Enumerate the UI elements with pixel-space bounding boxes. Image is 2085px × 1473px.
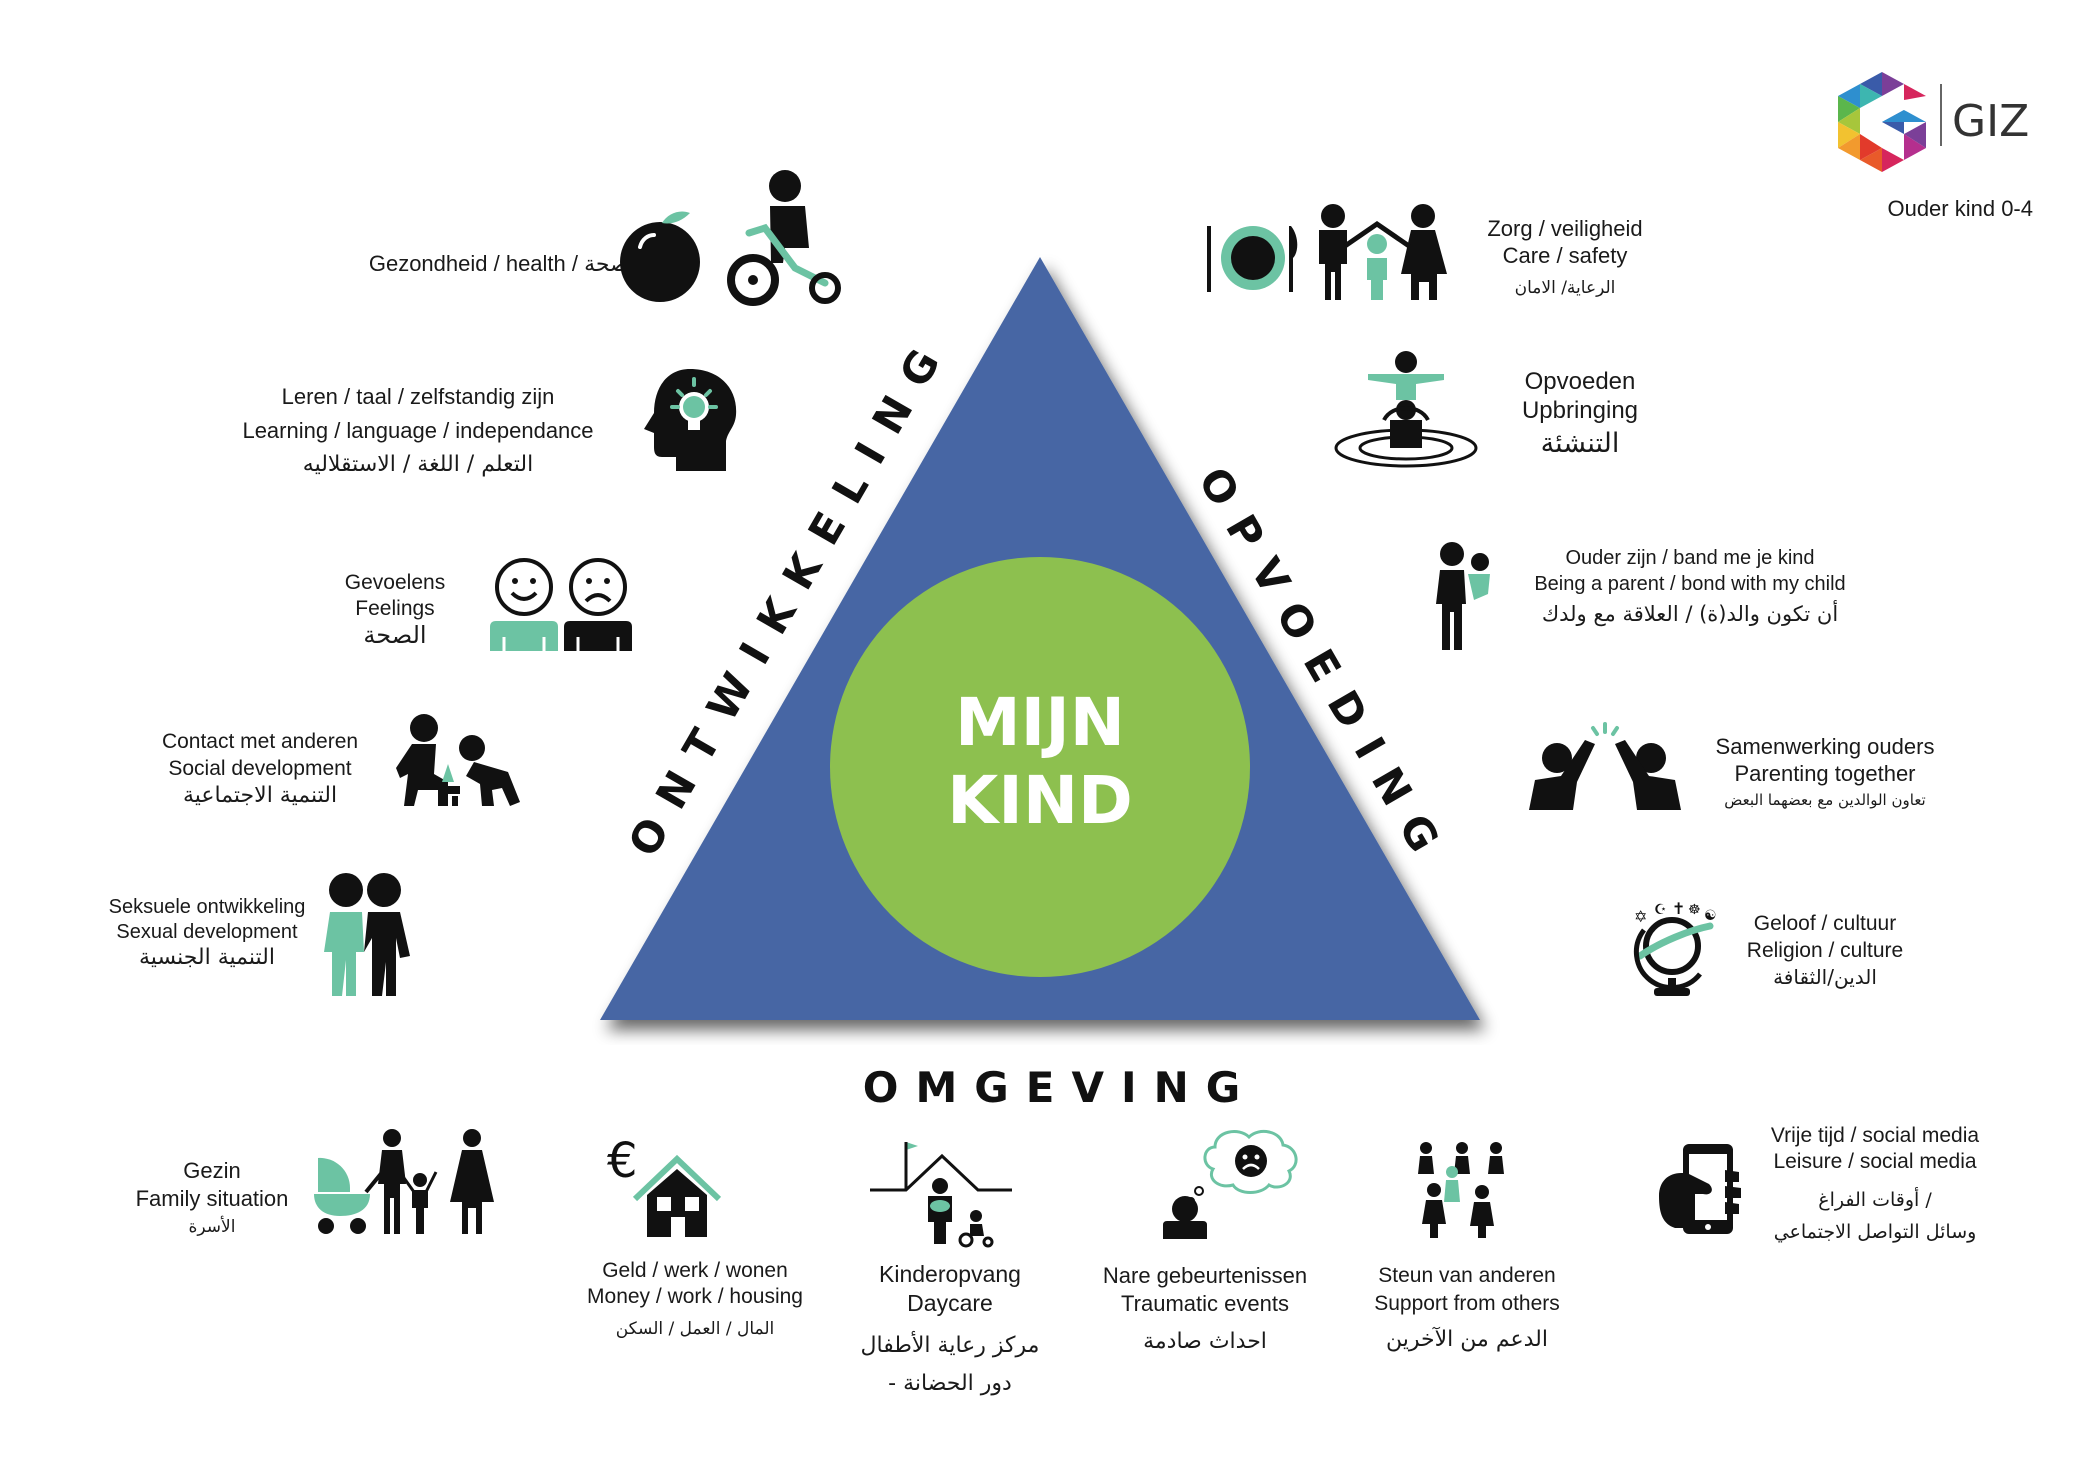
logo-name: GIZ [1952,96,2030,147]
side-label-omgeving: OMGEVING [862,1063,1258,1112]
label-money: Geld / werk / wonen Money / work / housi… [587,1259,803,1339]
child-pedestal-icon [1334,351,1478,468]
family-house-icon [1319,204,1447,300]
apple-icon [620,211,700,302]
sad-face-icon [564,558,632,651]
supporting-people-icon [1414,1142,1508,1238]
logo-subtitle: Ouder kind 0-4 [1887,196,2033,221]
couple-icon [324,873,410,996]
svg-text:☪: ☪ [1654,901,1667,917]
children-playing-icon [396,714,520,806]
svg-text:€: € [607,1133,638,1189]
central-triangle: MIJN KIND [600,257,1480,1020]
svg-text:☸: ☸ [1688,901,1701,917]
head-lightbulb-icon [644,369,737,471]
happy-face-icon [490,558,558,651]
center-line-2: KIND [947,762,1133,839]
smartphone-hand-icon [1659,1144,1741,1234]
svg-text:✝: ✝ [1672,901,1685,918]
label-learning: Leren / taal / zelfstandig zijn Learning… [242,384,594,477]
giz-logo: GIZ Ouder kind 0-4 [1832,70,2037,221]
label-traumatic: Nare gebeurtenissen Traumatic events احد… [1102,1263,1308,1354]
child-tricycle-icon [727,170,841,306]
label-health: Gezondheid / health / الصحة [368,251,642,276]
center-circle [830,557,1250,977]
plate-cutlery-icon [1207,226,1298,292]
thought-bubble-icon [1163,1129,1298,1239]
center-line-1: MIJN [955,684,1125,761]
label-care: Zorg / veiligheid Care / safety الرعاية/… [1487,216,1643,298]
label-parent: Ouder zijn / band me je kind Being a par… [1534,547,1846,626]
high-five-icon [1529,722,1681,810]
giz-logo-mark-icon [1838,72,1926,172]
parent-holding-child-icon [1436,542,1490,650]
label-feelings: Gevoelens Feelings الصحة [344,571,446,649]
svg-text:✡: ✡ [1634,909,1647,926]
religion-globe-icon: ✡ ☪ ✝ ☸ ☯ [1633,901,1717,996]
label-parenting-together: Samenwerking ouders Parenting together ت… [1715,734,1935,809]
label-family: Gezin Family situation الأسرة [135,1158,289,1237]
svg-text:☯: ☯ [1704,907,1717,923]
label-upbringing: Opvoeden Upbringing التنشئة [1521,368,1639,459]
label-leisure: Vrije tijd / social media Leisure / soci… [1770,1124,1980,1243]
label-support: Steun van anderen Support from others ال… [1374,1264,1560,1352]
daycare-icon [870,1142,1012,1248]
label-daycare: Kinderopvang Daycare مركز رعاية الأطفال … [860,1261,1040,1396]
family-stroller-icon [314,1129,494,1234]
house-euro-icon: € [607,1133,722,1237]
label-sexual: Seksuele ontwikkeling Sexual development… [108,896,306,970]
label-religion: Geloof / cultuur Religion / culture الدي… [1746,912,1904,989]
label-social: Contact met anderen Social development ا… [161,730,359,808]
